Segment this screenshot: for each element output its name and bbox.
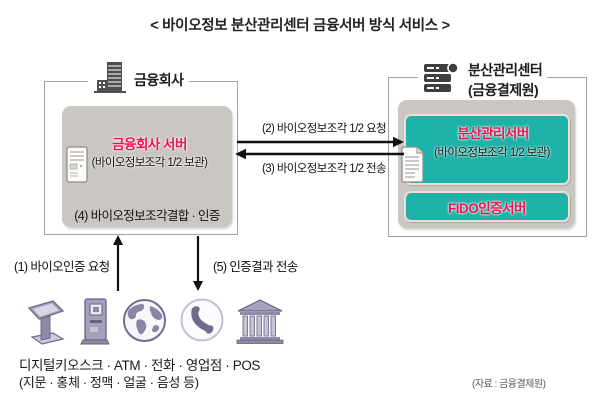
step3-label: (3) 바이오정보조각 1/2 전송 <box>261 163 387 175</box>
distributed-center-labels: 분산관리센터 (금융결제원) <box>468 60 543 100</box>
distributed-center-header: 분산관리센터 (금융결제원) <box>418 60 548 100</box>
financial-company-header: 금융회사 <box>88 61 189 94</box>
fido-server-box <box>404 191 570 222</box>
atm-icon <box>80 297 110 345</box>
channel-list-text: 디지털키오스크 · ATM · 전화 · 영업점 · POS <box>19 358 261 373</box>
source-note: (자료 : 금융결제원) <box>472 379 546 390</box>
building-icon <box>93 61 127 94</box>
diagram-title: < 바이오정보 분산관리센터 금융서버 방식 서비스 > <box>150 18 450 34</box>
financial-company-server-panel <box>62 106 232 227</box>
distributed-server-box <box>404 114 570 185</box>
financial-company-label: 금융회사 <box>134 72 184 88</box>
server-tower-icon <box>66 146 88 183</box>
step5-label: (5) 인증결과 전송 <box>213 260 298 274</box>
digital-kiosk-icon <box>22 299 68 345</box>
step4-label: (4) 바이오정보조각결합 · 인증 <box>74 209 220 223</box>
server-rack-icon <box>423 62 459 95</box>
distributed-server-title: 분산관리서버 <box>457 126 529 141</box>
step2-label: (2) 바이오정보조각 1/2 요청 <box>261 123 387 135</box>
biometric-types-text: (지문 · 홍체 · 정맥 · 얼굴 · 음성 등) <box>19 375 199 390</box>
globe-icon <box>122 298 167 343</box>
distributed-center-label: 분산관리센터 <box>468 62 543 78</box>
fido-server-title: FIDO인증서버 <box>448 201 526 216</box>
distributed-server-note: (바이오정보조각 1/2 보관) <box>434 147 550 159</box>
server-document-icon <box>401 146 424 183</box>
distributed-center-sublabel: (금융결제원) <box>468 82 539 98</box>
financial-company-server-title: 금융회사 서버 <box>112 137 187 152</box>
telephone-icon <box>180 298 224 342</box>
financial-company-server-note: (바이오정보조각 1/2 보관) <box>91 157 208 169</box>
bank-branch-icon <box>236 299 284 344</box>
step1-label: (1) 바이오인증 요청 <box>14 260 110 274</box>
